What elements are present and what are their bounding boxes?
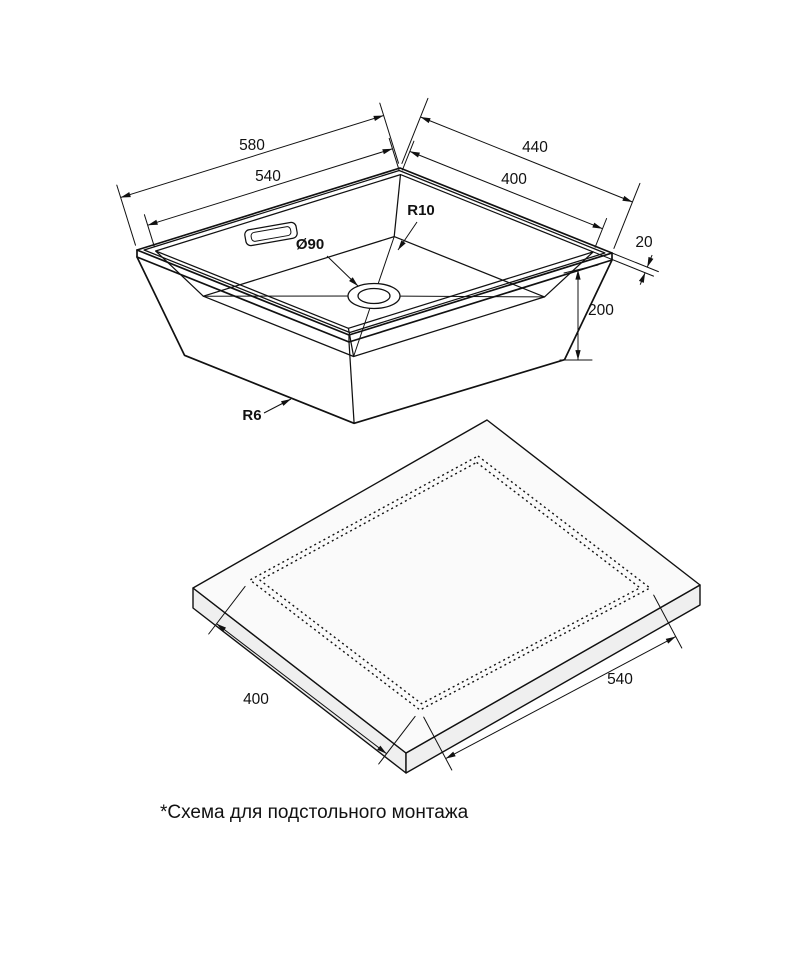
extension-line — [613, 182, 641, 249]
dim-label-bowl-depth: 200 — [588, 302, 614, 319]
extension-line — [116, 184, 136, 246]
dimension-line-400 — [409, 150, 603, 230]
dimension-line-cutout-400 — [216, 623, 387, 755]
bowl-wall-edge-north — [393, 173, 402, 238]
extension-line — [143, 214, 155, 247]
callout-label-bottom-radius: R6 — [242, 407, 261, 424]
callout-arrow-r10 — [397, 221, 418, 251]
extension-line — [401, 140, 415, 171]
dimension-line-cutout-540 — [445, 636, 676, 760]
extension-line — [401, 97, 429, 164]
cutout-outline-inner — [259, 461, 641, 705]
callout-label-drain-diameter: Ø90 — [296, 236, 324, 253]
extension-line — [388, 137, 400, 171]
footer-note: *Схема для подстольного монтажа — [160, 802, 469, 823]
sink-outer-rim — [136, 167, 613, 336]
callout-label-corner-radius: R10 — [407, 202, 435, 219]
bottom-crease-east — [373, 295, 545, 298]
extension-line — [592, 251, 654, 277]
overflow-slot-inner — [250, 226, 292, 242]
dim-label-cutout-length: 540 — [607, 671, 633, 688]
countertop-cutout-view: 400 540 — [192, 419, 701, 774]
dim-label-outer-depth: 440 — [522, 139, 548, 156]
extension-line — [594, 218, 608, 248]
extension-line — [611, 252, 659, 273]
bowl-wall-edge-west — [155, 250, 204, 297]
dim-arrow-20-outer — [646, 254, 654, 268]
extension-line — [208, 585, 246, 635]
sink-dimensions: 580 540 440 400 20 200 R10 Ø90 — [116, 97, 659, 424]
overflow-slot — [244, 221, 298, 247]
dim-label-outer-width: 580 — [239, 137, 265, 154]
extension-line — [563, 264, 599, 274]
dim-arrow-20-inner — [638, 272, 646, 285]
extension-line — [653, 594, 683, 649]
callout-arrow-r6 — [263, 398, 292, 414]
dim-label-inner-depth: 400 — [501, 171, 527, 188]
dimension-line-540 — [147, 148, 393, 226]
dim-label-cutout-width: 400 — [243, 691, 269, 708]
dim-label-rim-width: 20 — [635, 234, 653, 251]
drain-hole — [357, 287, 391, 305]
bowl-wall-edge-east — [543, 251, 594, 298]
bowl-wall-edge-south — [347, 327, 355, 358]
callout-arrow-d90 — [326, 255, 359, 287]
overflow-slot-outer — [244, 221, 298, 247]
extension-line — [378, 715, 416, 765]
extension-line — [423, 716, 453, 771]
dim-label-inner-width: 540 — [255, 168, 281, 185]
extension-line — [379, 102, 399, 164]
